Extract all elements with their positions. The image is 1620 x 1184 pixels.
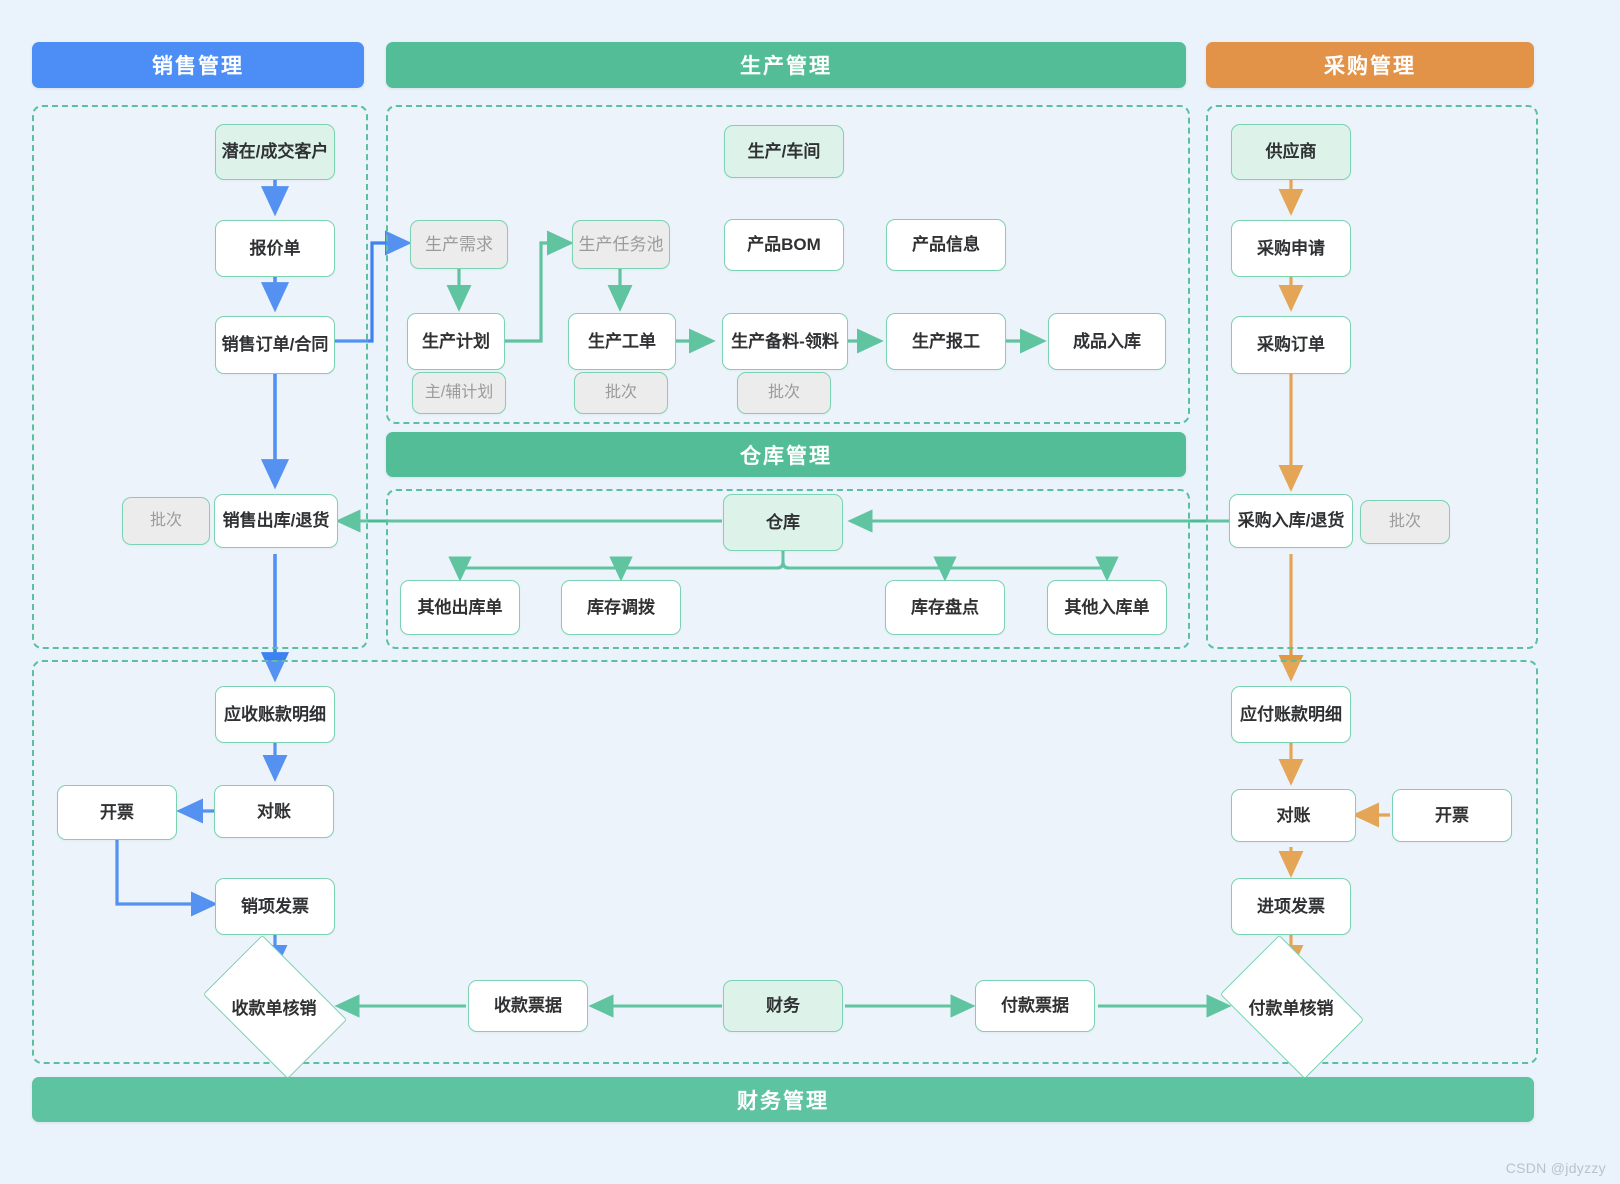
node-receipt-writeoff[interactable]: 收款单核销 (202, 934, 348, 1080)
node-production-plan-label: 生产计划 (422, 331, 490, 351)
node-finance-hub[interactable]: 财务 (723, 980, 843, 1032)
node-payment-writeoff[interactable]: 付款单核销 (1219, 934, 1365, 1080)
tag-material-batch: 批次 (737, 372, 831, 414)
node-input-invoice[interactable]: 进项发票 (1231, 878, 1351, 935)
node-ar-reconciliation[interactable]: 对账 (214, 785, 334, 838)
node-quotation-label: 报价单 (249, 238, 301, 258)
section-header-warehouse-label: 仓库管理 (740, 444, 832, 468)
node-production-plan[interactable]: 生产计划 (407, 313, 505, 370)
node-ap-detail-label: 应付账款明细 (1240, 704, 1342, 724)
node-production-report-label: 生产报工 (912, 331, 980, 351)
node-ar-invoicing-label: 开票 (100, 802, 134, 822)
node-warehouse-hub[interactable]: 仓库 (723, 494, 843, 551)
node-ar-detail-label: 应收账款明细 (224, 704, 326, 724)
section-header-purchase-label: 采购管理 (1324, 55, 1416, 78)
node-product-info-label: 产品信息 (912, 235, 980, 255)
section-header-finance: 财务管理 (32, 1077, 1534, 1122)
node-other-inbound-label: 其他入库单 (1064, 597, 1150, 617)
node-ap-reconciliation-label: 对账 (1276, 805, 1311, 825)
section-header-sales: 销售管理 (32, 42, 364, 88)
node-production-task-pool[interactable]: 生产任务池 (572, 220, 670, 269)
node-other-outbound[interactable]: 其他出库单 (400, 580, 520, 635)
node-warehouse-hub-label: 仓库 (766, 512, 800, 532)
node-ap-invoicing[interactable]: 开票 (1392, 789, 1512, 842)
node-potential-customer[interactable]: 潜在/成交客户 (215, 124, 335, 180)
group-frame-sales (32, 105, 368, 649)
node-payment-writeoff-label: 付款单核销 (1248, 998, 1334, 1018)
node-output-invoice[interactable]: 销项发票 (215, 878, 335, 935)
node-ap-reconciliation[interactable]: 对账 (1231, 789, 1356, 842)
node-quotation[interactable]: 报价单 (215, 220, 335, 277)
node-ap-invoicing-label: 开票 (1435, 805, 1469, 825)
node-purchase-inbound-label: 采购入库/退货 (1237, 511, 1345, 531)
tag-purchase-batch-label: 批次 (1388, 512, 1421, 530)
section-header-production: 生产管理 (386, 42, 1186, 88)
tag-work-order-batch-label: 批次 (604, 383, 637, 401)
node-workshop[interactable]: 生产/车间 (724, 125, 844, 178)
tag-work-order-batch: 批次 (574, 372, 668, 414)
section-header-warehouse: 仓库管理 (386, 432, 1186, 477)
node-production-demand[interactable]: 生产需求 (410, 220, 508, 269)
node-purchase-inbound[interactable]: 采购入库/退货 (1229, 494, 1353, 548)
node-ar-reconciliation-label: 对账 (257, 801, 291, 821)
node-other-inbound[interactable]: 其他入库单 (1047, 580, 1167, 635)
node-workshop-label: 生产/车间 (747, 141, 821, 161)
node-production-work-order-label: 生产工单 (588, 331, 656, 351)
node-supplier-label: 供应商 (1265, 142, 1317, 162)
node-product-bom[interactable]: 产品BOM (724, 219, 844, 271)
node-sales-outbound-label: 销售出库/退货 (222, 511, 330, 531)
node-output-invoice-label: 销项发票 (241, 896, 309, 916)
node-sales-order[interactable]: 销售订单/合同 (215, 316, 335, 374)
tag-sales-batch: 批次 (122, 497, 210, 545)
node-receipt-bill-label: 收款票据 (494, 996, 562, 1016)
node-purchase-order[interactable]: 采购订单 (1231, 316, 1351, 374)
node-product-bom-label: 产品BOM (747, 235, 821, 255)
node-ar-detail[interactable]: 应收账款明细 (215, 686, 335, 743)
node-receipt-bill[interactable]: 收款票据 (468, 980, 588, 1032)
node-sales-order-label: 销售订单/合同 (221, 335, 329, 355)
node-production-task-pool-label: 生产任务池 (578, 234, 664, 254)
node-purchase-requisition[interactable]: 采购申请 (1231, 220, 1351, 277)
node-payment-bill[interactable]: 付款票据 (975, 980, 1095, 1032)
node-stock-transfer-label: 库存调拨 (587, 597, 655, 617)
node-ap-detail[interactable]: 应付账款明细 (1231, 686, 1351, 743)
node-finished-goods-inbound-label: 成品入库 (1073, 331, 1141, 351)
node-stock-take[interactable]: 库存盘点 (885, 580, 1005, 635)
node-production-demand-label: 生产需求 (425, 234, 493, 254)
node-payment-bill-label: 付款票据 (1001, 996, 1069, 1016)
section-header-finance-label: 财务管理 (737, 1089, 829, 1113)
node-supplier[interactable]: 供应商 (1231, 124, 1351, 180)
node-product-info[interactable]: 产品信息 (886, 219, 1006, 271)
node-stock-take-label: 库存盘点 (911, 597, 979, 617)
node-potential-customer-label: 潜在/成交客户 (221, 142, 329, 162)
tag-purchase-batch: 批次 (1360, 500, 1450, 544)
section-header-production-label: 生产管理 (740, 55, 832, 78)
tag-production-plan-type-label: 主/辅计划 (424, 383, 494, 401)
node-finance-hub-label: 财务 (766, 996, 800, 1016)
node-input-invoice-label: 进项发票 (1257, 896, 1325, 916)
node-finished-goods-inbound[interactable]: 成品入库 (1048, 313, 1166, 370)
node-other-outbound-label: 其他出库单 (417, 597, 503, 617)
section-header-sales-label: 销售管理 (152, 55, 244, 78)
watermark: CSDN @jdyzzy (1505, 1160, 1606, 1176)
tag-sales-batch-label: 批次 (149, 511, 182, 529)
node-ar-invoicing[interactable]: 开票 (57, 785, 177, 840)
node-material-preparation[interactable]: 生产备料-领料 (722, 313, 848, 370)
node-purchase-requisition-label: 采购申请 (1257, 238, 1325, 258)
node-sales-outbound[interactable]: 销售出库/退货 (214, 494, 338, 548)
group-frame-purchase (1206, 105, 1538, 649)
section-header-purchase: 采购管理 (1206, 42, 1534, 88)
node-material-preparation-label: 生产备料-领料 (731, 331, 839, 351)
node-production-work-order[interactable]: 生产工单 (568, 313, 676, 370)
node-production-report[interactable]: 生产报工 (886, 313, 1006, 370)
node-receipt-writeoff-label: 收款单核销 (231, 998, 317, 1018)
node-stock-transfer[interactable]: 库存调拨 (561, 580, 681, 635)
tag-material-batch-label: 批次 (767, 383, 800, 401)
tag-production-plan-type: 主/辅计划 (412, 372, 506, 414)
node-purchase-order-label: 采购订单 (1257, 335, 1325, 355)
